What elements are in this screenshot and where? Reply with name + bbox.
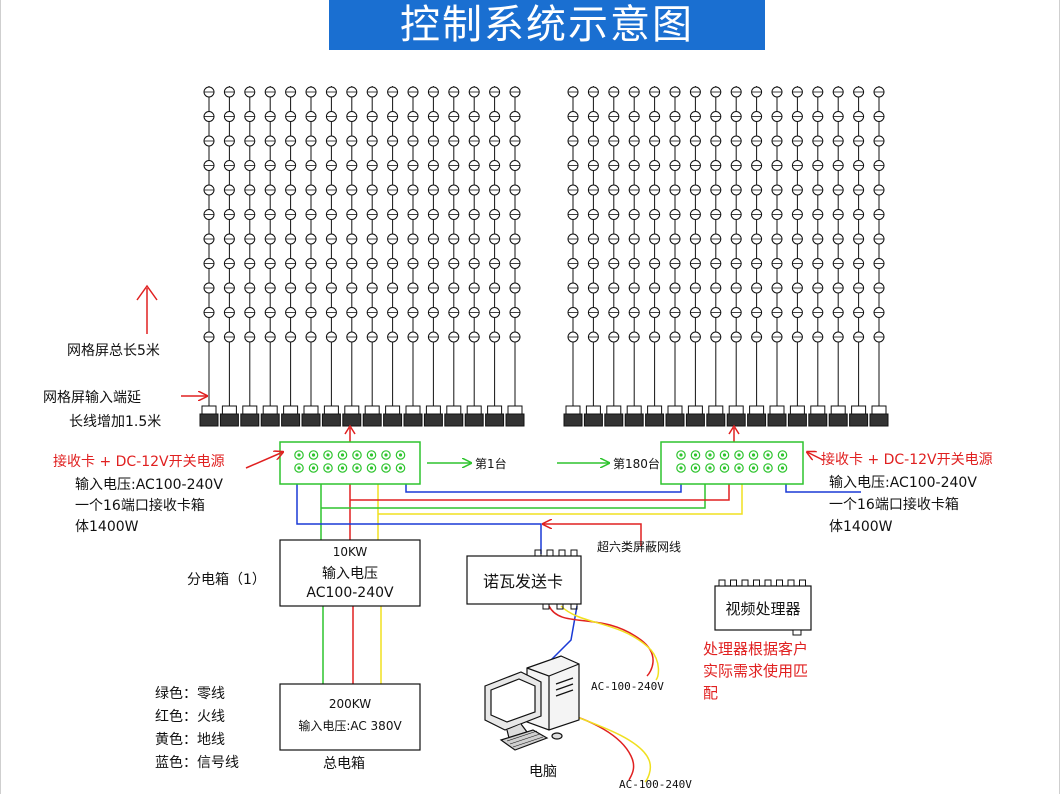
dist-box-line1: 10KW xyxy=(333,545,368,559)
led-grid-screen-left xyxy=(199,86,525,427)
legend-neutral: 绿色：零线 xyxy=(155,685,225,702)
ac-label-2: AC-100-240V xyxy=(619,778,692,791)
string-connector xyxy=(301,405,321,427)
string-connector xyxy=(685,405,705,427)
extension-note-line1: 网格屏输入端延 xyxy=(43,390,141,406)
string-connector xyxy=(260,405,280,427)
string-connector xyxy=(464,405,484,427)
unit-first-label: 第1台 xyxy=(475,456,507,471)
string-connector xyxy=(665,405,685,427)
receiver-spec-right-1: 输入电压:AC100-240V xyxy=(829,475,977,491)
main-box-label: 总电箱 xyxy=(323,756,365,772)
screen-length-note: 网格屏总长5米 xyxy=(67,343,160,359)
string-connector xyxy=(383,405,403,427)
string-connector xyxy=(808,405,828,427)
string-connector xyxy=(240,405,260,427)
processor-note-1: 处理器根据客户 xyxy=(703,640,808,658)
string-connector xyxy=(604,405,624,427)
string-connector xyxy=(362,405,382,427)
main-box-line1: 200KW xyxy=(329,697,371,711)
distribution-box: 10KW 输入电压 AC100-240V xyxy=(279,539,421,607)
string-connector xyxy=(624,405,644,427)
string-connector xyxy=(787,405,807,427)
computer-label: 电脑 xyxy=(529,764,557,780)
string-connector xyxy=(747,405,767,427)
page-title: 控制系统示意图 xyxy=(329,0,765,50)
legend-signal: 蓝色：信号线 xyxy=(155,754,239,771)
wires xyxy=(296,484,861,783)
string-connector xyxy=(706,405,726,427)
dist-box-line2: 输入电压 xyxy=(322,566,378,582)
string-connector xyxy=(219,405,239,427)
string-connector xyxy=(423,405,443,427)
string-connector xyxy=(444,405,464,427)
string-connector xyxy=(726,405,746,427)
ac-label-1: AC-100-240V xyxy=(591,680,664,693)
receiver-box-right xyxy=(660,441,804,485)
string-connector xyxy=(563,405,583,427)
receiver-spec-left-1: 输入电压:AC100-240V xyxy=(75,477,223,493)
string-connector xyxy=(869,405,889,427)
string-connector xyxy=(199,405,219,427)
sender-card: 诺瓦发送卡 xyxy=(466,549,582,610)
wire-color-legend: 绿色：零线 红色：火线 黄色：地线 蓝色：信号线 xyxy=(155,685,239,771)
computer-icon xyxy=(484,655,580,751)
string-connector xyxy=(505,405,525,427)
string-connector xyxy=(645,405,665,427)
string-connector xyxy=(321,405,341,427)
main-power-box: 200KW 输入电压:AC 380V xyxy=(279,683,421,751)
receiver-box-left xyxy=(279,441,421,485)
led-grid-screen-right xyxy=(563,86,889,427)
video-processor: 视频处理器 xyxy=(714,579,812,636)
legend-live: 红色：火线 xyxy=(155,708,225,725)
string-connector xyxy=(583,405,603,427)
unit-last-label: 第180台 xyxy=(613,456,660,471)
dist-box-line3: AC100-240V xyxy=(306,585,394,601)
dist-box-label: 分电箱（1） xyxy=(187,572,266,588)
screen-length-arrow xyxy=(136,284,158,334)
string-connector xyxy=(849,405,869,427)
receiver-label-left: 接收卡 + DC-12V开关电源 xyxy=(53,453,225,470)
main-box-line2: 输入电压:AC 380V xyxy=(298,718,402,733)
video-processor-label: 视频处理器 xyxy=(725,600,800,618)
receiver-spec-left-2: 一个16端口接收卡箱 xyxy=(75,497,205,514)
string-connector xyxy=(342,405,362,427)
sender-card-label: 诺瓦发送卡 xyxy=(483,572,563,591)
cable-arrow xyxy=(543,524,642,546)
string-connector xyxy=(485,405,505,427)
legend-ground: 黄色：地线 xyxy=(155,731,225,748)
string-connector xyxy=(767,405,787,427)
cable-label: 超六类屏蔽网线 xyxy=(597,539,681,554)
receiver-label-right: 接收卡 + DC-12V开关电源 xyxy=(821,451,993,468)
processor-note-3: 配 xyxy=(703,684,718,702)
string-connector xyxy=(828,405,848,427)
receiver-pointer-right xyxy=(807,452,824,461)
receiver-pointer-left xyxy=(245,452,283,469)
receiver-spec-right-3: 体1400W xyxy=(829,519,893,535)
string-connector xyxy=(403,405,423,427)
extension-note-line2: 长线增加1.5米 xyxy=(69,414,161,430)
receiver-spec-left-3: 体1400W xyxy=(75,519,139,535)
receiver-spec-right-2: 一个16端口接收卡箱 xyxy=(829,496,959,513)
string-connector xyxy=(281,405,301,427)
processor-note-2: 实际需求使用匹 xyxy=(703,662,808,680)
